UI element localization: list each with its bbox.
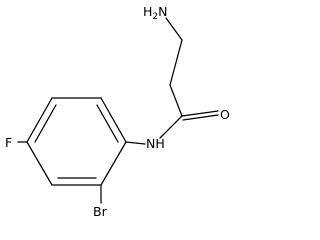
bond-c1-c2 <box>169 39 183 86</box>
fluorine-label: F <box>5 135 12 150</box>
bond-ring-c6-c1-inner <box>96 104 119 143</box>
amine-label: H2N <box>143 4 168 22</box>
bond-amide-n-ring <box>125 141 146 145</box>
bond-amine-c1 <box>165 17 183 41</box>
bond-ring-c3-c4 <box>26 141 53 186</box>
molecule-diagram: H2N O NH F Br <box>5 4 230 219</box>
bond-ring-c1-c2 <box>100 141 127 186</box>
carbonyl-oxygen-label: O <box>220 107 230 122</box>
bond-carbonyl-oxygen-1 <box>181 110 219 117</box>
amide-nitrogen-label: NH <box>146 136 165 151</box>
bond-ring-c6-c1 <box>100 97 127 143</box>
bond-c2-carbonyl <box>169 84 183 117</box>
bond-ring-c4-c5-inner <box>34 104 57 143</box>
bond-carbonyl-oxygen-2 <box>182 114 219 121</box>
bond-carbonyl-amide-n <box>159 115 183 139</box>
bromine-label: Br <box>93 204 108 219</box>
bond-ring-c4-c5 <box>26 97 53 143</box>
